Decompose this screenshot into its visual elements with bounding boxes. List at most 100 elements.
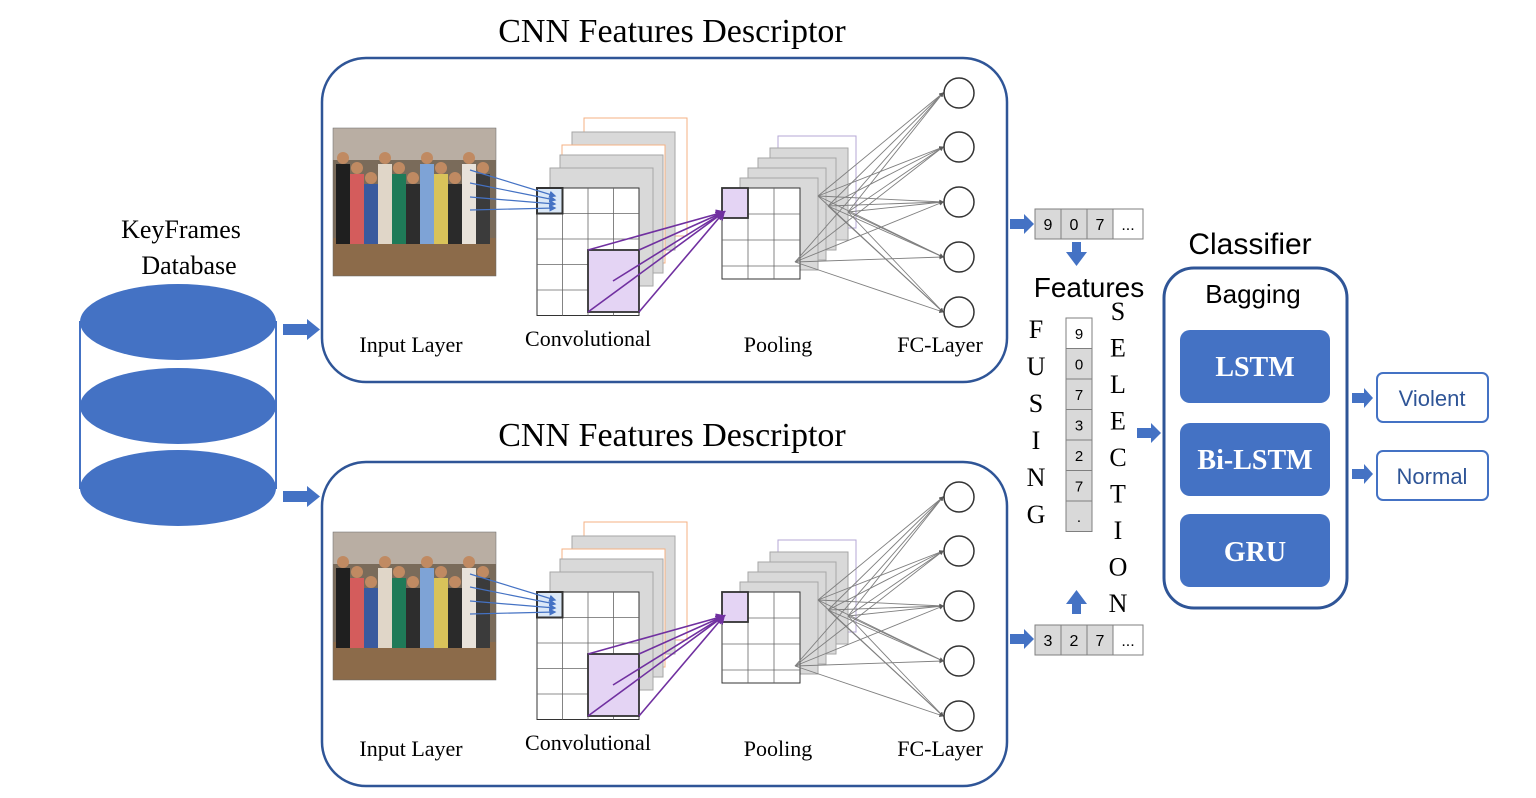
- fusing-letter: I: [1032, 426, 1041, 455]
- fused-cell: 7: [1065, 470, 1093, 502]
- fused-cell-value: 9: [1075, 326, 1083, 343]
- descriptor-title: CNN Features Descriptor: [498, 417, 846, 454]
- fusion-to-classifier-arrow: [1137, 423, 1161, 443]
- input-image: [332, 531, 497, 681]
- vector-cell: ...: [1112, 208, 1144, 240]
- normal-arrow: [1352, 464, 1373, 484]
- fc-layer-label: FC-Layer: [897, 736, 983, 761]
- bi-lstm-block: Bi-LSTM: [1180, 423, 1330, 496]
- fused-cell: 9: [1065, 317, 1093, 349]
- fc-node: [943, 131, 975, 163]
- pooling-label: Pooling: [744, 332, 812, 357]
- fusing-letter: F: [1029, 315, 1043, 344]
- vector-cell-value: 0: [1070, 217, 1079, 234]
- fc-node: [943, 296, 975, 328]
- vector-cell: 9: [1034, 208, 1062, 240]
- convolutional-label: Convolutional: [525, 326, 651, 351]
- fusing-letter: U: [1027, 352, 1046, 381]
- gru-label: GRU: [1224, 537, 1286, 568]
- lstm-block: LSTM: [1180, 330, 1330, 403]
- selection-letter: T: [1110, 480, 1126, 509]
- vector-cell-value: 7: [1096, 633, 1105, 650]
- vector-cell: ...: [1112, 624, 1144, 656]
- input-image: [332, 127, 497, 277]
- fused-cell: 2: [1065, 439, 1093, 471]
- database-to-descriptor-top-arrow: [283, 319, 320, 340]
- violent-arrow: [1352, 388, 1373, 408]
- vector-cell: 0: [1060, 208, 1088, 240]
- database-label-line2: Database: [141, 251, 236, 280]
- fused-cell-value: 7: [1075, 479, 1083, 496]
- vector-cell-value: ...: [1121, 217, 1134, 234]
- top-vector-arrow: [1010, 214, 1034, 234]
- fc-node: [943, 590, 975, 622]
- fused-cell-value: 0: [1075, 357, 1083, 374]
- fused-cell: 0: [1065, 348, 1093, 380]
- input-layer-label: Input Layer: [359, 736, 463, 761]
- fc-node: [943, 77, 975, 109]
- input-layer-label: Input Layer: [359, 332, 463, 357]
- lstm-label: LSTM: [1215, 352, 1294, 383]
- features-label: Features: [1034, 272, 1145, 303]
- fc-layer: [794, 77, 975, 328]
- vector-cell-value: ...: [1121, 633, 1134, 650]
- fc-layer-label: FC-Layer: [897, 332, 983, 357]
- database-cylinder-icon: [79, 284, 277, 526]
- vector-cell: 7: [1086, 208, 1114, 240]
- keyframes-database: KeyFrames Database: [79, 215, 277, 526]
- bagging-label: Bagging: [1205, 279, 1300, 309]
- pooling-label: Pooling: [744, 736, 812, 761]
- bi-lstm-label: Bi-LSTM: [1197, 445, 1312, 476]
- selection-letter: I: [1114, 516, 1123, 545]
- normal-label: Normal: [1397, 464, 1468, 489]
- violent-output: Violent: [1376, 372, 1489, 423]
- fused-cell: .: [1065, 500, 1093, 532]
- pool-highlight: [721, 187, 749, 219]
- fused-cell-value: .: [1077, 509, 1081, 526]
- fused-cell: 7: [1065, 378, 1093, 410]
- fused-cell-value: 3: [1075, 418, 1083, 435]
- database-label-line1: KeyFrames: [121, 215, 241, 244]
- fusing-letter: S: [1029, 389, 1043, 418]
- descriptor-title: CNN Features Descriptor: [498, 13, 846, 50]
- fc-node: [943, 700, 975, 732]
- conv-to-pool-arrows: [587, 209, 726, 313]
- bottom-vector-arrow: [1010, 629, 1034, 649]
- bottom-vector-up-arrow: [1066, 590, 1087, 614]
- selection-letter: O: [1109, 553, 1128, 582]
- fc-node: [943, 645, 975, 677]
- fusing-letter: N: [1027, 463, 1046, 492]
- convolution-stack: [536, 521, 688, 720]
- gru-block: GRU: [1180, 514, 1330, 587]
- pool-highlight: [721, 591, 749, 623]
- vector-cell-value: 7: [1096, 217, 1105, 234]
- convolution-stack: [536, 117, 688, 316]
- selection-letter: E: [1110, 407, 1126, 436]
- normal-output: Normal: [1376, 450, 1489, 501]
- classifier-title: Classifier: [1188, 228, 1311, 261]
- vector-cell-value: 2: [1070, 633, 1079, 650]
- vector-cell: 3: [1034, 624, 1062, 656]
- fusing-letter: G: [1027, 500, 1046, 529]
- fused-cell: 3: [1065, 409, 1093, 441]
- top-vector-down-arrow: [1066, 242, 1087, 266]
- pooling-stack: [721, 539, 857, 684]
- fc-layer: [794, 481, 975, 732]
- fc-node: [943, 241, 975, 273]
- fc-node: [943, 481, 975, 513]
- fused-feature-vector: 9 0 7 3 2 7.: [1065, 317, 1093, 532]
- vector-cell: 2: [1060, 624, 1088, 656]
- pooling-stack: [721, 135, 857, 280]
- violent-label: Violent: [1399, 386, 1466, 411]
- fc-node: [943, 186, 975, 218]
- selection-letter: C: [1109, 443, 1126, 472]
- fused-cell-value: 2: [1075, 448, 1083, 465]
- selection-letter: L: [1110, 370, 1126, 399]
- selection-letter: E: [1110, 334, 1126, 363]
